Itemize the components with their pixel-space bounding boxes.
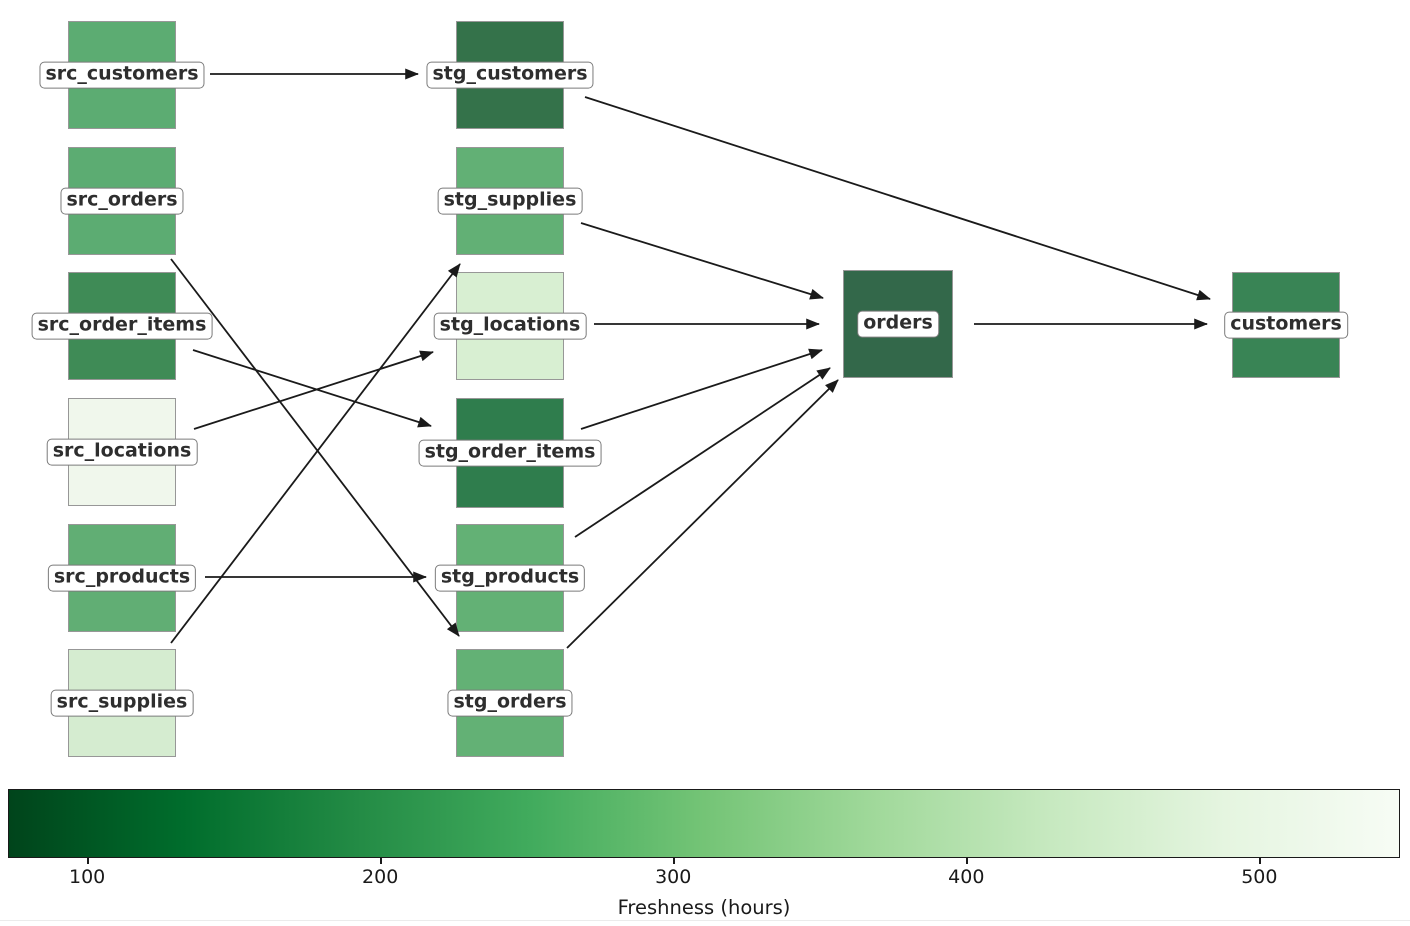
edge-stg_orders-to-orders [566,379,839,649]
colorbar-tick-label-100: 100 [68,866,106,888]
node-orders-label: orders [857,310,939,338]
edge-src_locations-to-stg_locations [193,350,434,430]
colorbar-axis-label: Freshness (hours) [617,896,791,919]
colorbar-tick-label-200: 200 [362,866,399,888]
colorbar-tick-300 [673,858,675,864]
edge-stg_order_items-to-orders [580,348,823,430]
edge-stg_customers-to-customers [584,96,1211,301]
node-stg_locations-label: stg_locations [433,312,587,340]
edge-stg_products-to-orders [574,367,831,538]
node-src_products-label: src_products [47,564,197,592]
node-src_order_items-label: src_order_items [31,312,213,340]
edge-src_orders-to-stg_orders [170,258,460,637]
node-src_customers-label: src_customers [39,61,205,89]
colorbar-tick-label-400: 400 [948,866,985,888]
node-src_supplies-label: src_supplies [50,689,194,717]
colorbar-tick-200 [380,858,382,864]
colorbar-tick-100 [87,858,89,864]
node-src_orders-label: src_orders [60,187,184,215]
node-stg_supplies-label: stg_supplies [437,187,583,215]
node-stg_products-label: stg_products [434,564,586,592]
node-stg_order_items-label: stg_order_items [418,439,602,467]
colorbar-tick-400 [966,858,968,864]
edge-stg_supplies-to-orders [580,222,824,300]
node-src_locations-label: src_locations [46,438,198,466]
node-customers-label: customers [1224,311,1348,339]
edge-src_supplies-to-stg_supplies [170,263,461,644]
colorbar-tick-label-300: 300 [655,866,692,888]
node-stg_orders-label: stg_orders [447,689,573,717]
colorbar-tick-label-500: 500 [1241,866,1278,888]
colorbar-tick-500 [1259,858,1261,864]
edge-src_order_items-to-stg_order_items [192,349,432,428]
colorbar-gradient [8,789,1400,858]
bottom-divider [0,920,1410,921]
node-stg_customers-label: stg_customers [426,61,594,89]
